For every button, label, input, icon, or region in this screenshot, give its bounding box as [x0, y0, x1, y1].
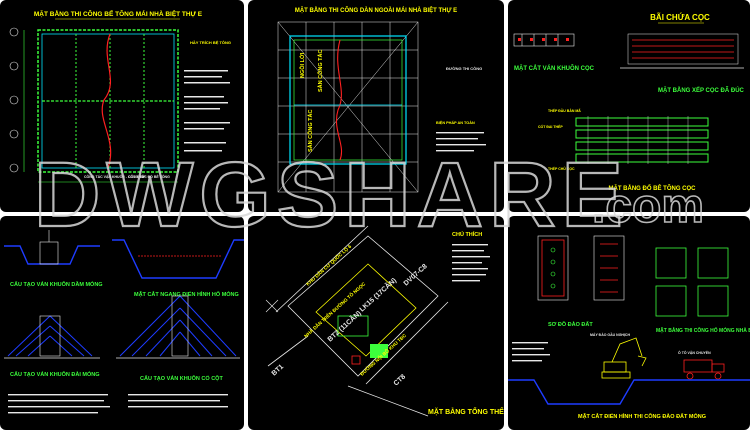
panel-roof-concrete-plan: MẶT BẰNG THI CÔNG BỂ TÔNG MÁI NHÀ BIỆT T… [0, 0, 244, 212]
truck-icon [683, 359, 725, 380]
p2-title: MẶT BẰNG THI CÔNG DÀN NGOÀI MÁI NHÀ BIỆT… [295, 6, 457, 14]
p3-caption3: MẶT BẰNG ĐỔ BÊ TÔNG CỌC [609, 184, 697, 192]
p5-legend-title: CHÚ THÍCH [452, 230, 482, 238]
p1-sub2: CÔNG TÁC ĐỔ BÊ TÔNG [128, 174, 170, 179]
p3-small2: CỐT ĐAI THÉP [538, 124, 563, 129]
p2-label-b: SÀN CÔNG TÁC [316, 50, 324, 93]
p2-label-a: NGỒI LỚI [298, 52, 306, 78]
p2-label-c: SÀN CÔNG TÁC [306, 110, 314, 153]
pile-yard-drawing: MẶT CẮT VÁN KHUÔN CỌC BÃI CHỨA CỌC MẶT B… [513, 13, 745, 192]
north-arrow-icon [265, 299, 279, 313]
p1-title: MẶT BẰNG THI CÔNG BỂ TÔNG MÁI NHÀ BIỆT T… [34, 9, 203, 18]
p3-small1: THÉP ĐẦU BẢN MÃ [548, 108, 581, 113]
p3-title-top: BÃI CHỨA CỌC [650, 13, 710, 22]
p5-caption: MẶT BẰNG TỔNG THỂ [428, 407, 504, 416]
p5-road-top: KHU DÂN CƯ QUỐC LỘ 6 [304, 242, 353, 287]
panel-site-plan: KHU DÂN CƯ QUỐC LỘ 6 NHÀ DÂN TRÊN ĐƯỜNG … [248, 216, 504, 430]
site-plan-drawing: KHU DÂN CƯ QUỐC LỘ 6 NHÀ DÂN TRÊN ĐƯỜNG … [265, 225, 504, 417]
p5-lot1: LK15 (17CĂN) [357, 276, 398, 314]
p6-caption3: MẶT CẮT ĐIỂN HÌNH THI CÔNG ĐÀO ĐẤT MÓNG [578, 412, 706, 420]
p5-code3: CT8 [393, 373, 408, 387]
scaffold-plan-drawing: MẶT BẰNG THI CÔNG DÀN NGOÀI MÁI NHÀ BIỆT… [277, 6, 486, 193]
roof-plan-drawing: MẶT BẰNG THI CÔNG BỂ TÔNG MÁI NHÀ BIỆT T… [9, 9, 231, 183]
p3-caption1: MẶT CẮT VÁN KHUÔN CỌC [514, 64, 595, 72]
p3-caption2: MẶT BẰNG XẾP CỌC ĐÃ ĐÚC [658, 86, 745, 94]
p6-label1: MÁY ĐÀO GẦU NGHỊCH [590, 332, 630, 337]
excavator-icon [601, 337, 647, 379]
p6-caption1: SƠ ĐỒ ĐÀO ĐẤT [548, 321, 593, 328]
formwork-drawing: CẤU TẠO VÁN KHUÔN DẦM MÓNG MẶT CẮT NGANG… [4, 230, 244, 414]
p5-code1: DV07-C8 [403, 263, 429, 288]
p4-caption1: CẤU TẠO VÁN KHUÔN DẦM MÓNG [10, 280, 103, 288]
p2-right-label: ĐƯỜNG THI CÔNG [446, 66, 482, 71]
p2-note-title: BIỆN PHÁP AN TOÀN [436, 120, 475, 125]
panel-scaffold-plan: MẶT BẰNG THI CÔNG DÀN NGOÀI MÁI NHÀ BIỆT… [248, 0, 504, 212]
p1-sub1: CÔNG TÁC VẬN KHUÔN - CỐT THÉP [84, 174, 146, 179]
panel-pile-yard: MẶT CẮT VÁN KHUÔN CỌC BÃI CHỨA CỌC MẶT B… [508, 0, 750, 212]
p1-note-title: HẦY TRÍCH BỆ TÔNG [190, 40, 231, 45]
excavation-drawing: SƠ ĐỒ ĐÀO ĐẤT MẶT BẰNG THI CÔNG HỐ MÓNG … [508, 235, 750, 420]
p3-small3: THÉP CHỦ CỌC [548, 166, 575, 171]
p4-caption2: MẶT CẮT NGANG ĐIỂN HÌNH HỐ MÓNG [134, 290, 239, 298]
panel-foundation-formwork: CẤU TẠO VÁN KHUÔN DẦM MÓNG MẶT CẮT NGANG… [0, 216, 244, 430]
p5-code2: BT1 [271, 363, 286, 377]
panel-excavation: SƠ ĐỒ ĐÀO ĐẤT MẶT BẰNG THI CÔNG HỐ MÓNG … [508, 216, 750, 430]
p4-caption3: CẤU TẠO VÁN KHUÔN ĐÀI MÓNG [10, 370, 100, 378]
p4-caption4: CẤU TẠO VÁN KHUÔN CỔ CỘT [140, 374, 223, 382]
p6-label2: Ô TÔ VẬN CHUYỂN [678, 350, 711, 355]
p5-road-bottom: ĐƯỜNG NỘI BỘ KHU TĐC [358, 331, 408, 377]
p6-caption2: MẶT BẰNG THI CÔNG HỐ MÓNG NHÀ BIỆT [656, 326, 750, 334]
